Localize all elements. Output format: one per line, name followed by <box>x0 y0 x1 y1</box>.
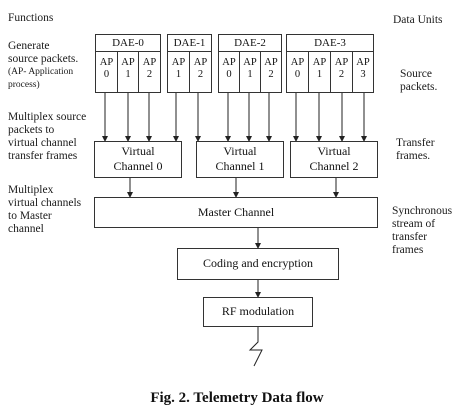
ap-number: 2 <box>338 69 345 80</box>
coding-label: Coding and encryption <box>203 256 313 270</box>
ap-text: AP <box>193 57 208 68</box>
ap-number: 0 <box>103 69 110 80</box>
data-unit-transfer: Transfer frames. <box>396 137 435 163</box>
ap-number: 2 <box>268 69 274 80</box>
function-generate-line: process) <box>8 80 40 90</box>
ap-text: AP <box>264 57 278 68</box>
function-mux-channels-line: Multiplex <box>8 184 54 196</box>
function-mux-channels-line: channel <box>8 223 44 235</box>
vc-line: Virtual <box>317 144 351 158</box>
figure-caption: Fig. 2. Telemetry Data flow <box>150 390 324 406</box>
vc-line: Virtual <box>223 144 257 158</box>
function-mux-packets-line: Multiplex source <box>8 111 87 123</box>
ap-text: AP <box>356 57 370 68</box>
function-mux-channels: Multiplex virtual channels to Master cha… <box>8 184 81 236</box>
function-mux-packets: Multiplex source packets to virtual chan… <box>8 111 86 163</box>
function-generate-line: source packets. <box>8 53 79 65</box>
function-mux-packets-line: transfer frames <box>8 150 78 162</box>
ap-text: AP <box>243 57 257 68</box>
ap-number: 1 <box>316 69 323 80</box>
function-mux-channels-line: virtual channels <box>8 197 82 209</box>
dae-2-label: DAE-2 <box>234 37 266 49</box>
ap-text: AP <box>334 57 349 68</box>
coding-box <box>177 248 339 280</box>
virtual-channel-2-box <box>290 141 378 178</box>
ap-number: 0 <box>294 69 301 80</box>
data-unit-transfer-line: frames. <box>396 150 431 162</box>
function-generate: Generate source packets. (AP- Applicatio… <box>8 40 78 92</box>
function-mux-packets-line: virtual channel <box>8 137 77 149</box>
dae-3-label: DAE-3 <box>314 37 346 49</box>
rf-modulation-box <box>203 297 313 327</box>
vc-line: Channel 1 <box>215 159 265 173</box>
ap-number: 1 <box>247 69 253 80</box>
data-unit-transfer-line: Transfer <box>396 137 435 149</box>
function-generate-line: Generate <box>8 40 50 52</box>
data-unit-sync: Synchronous stream of transfer frames <box>392 205 452 257</box>
data-unit-sync-line: frames <box>392 244 424 256</box>
dae-3-ap-3 <box>352 51 374 93</box>
ap-number: 3 <box>360 69 366 80</box>
function-mux-channels-line: to Master <box>8 210 52 222</box>
virtual-channel-1-box <box>196 141 284 178</box>
dae-1-label: DAE-1 <box>173 37 206 49</box>
data-unit-sync-line: stream of <box>392 218 436 230</box>
master-channel-box <box>94 197 378 228</box>
ap-text: AP <box>222 57 236 68</box>
data-unit-source: Source packets. <box>400 68 437 94</box>
rf-modulation-label: RF modulation <box>221 304 295 318</box>
function-mux-packets-line: packets to <box>8 124 55 136</box>
data-unit-source-line: Source <box>400 68 432 80</box>
data-units-header: Data Units <box>393 14 443 26</box>
ap-text: AP <box>312 57 327 68</box>
dae-0-ap-2 <box>138 51 161 93</box>
virtual-channel-0-box <box>94 141 182 178</box>
data-unit-source-line: packets. <box>400 81 438 93</box>
ap-text: AP <box>142 57 157 68</box>
functions-header: Functions <box>8 12 54 24</box>
ap-number: 0 <box>226 69 232 80</box>
ap-number: 2 <box>146 69 153 80</box>
ap-text: AP <box>121 57 135 68</box>
vc-line: Channel 0 <box>113 159 163 173</box>
ap-text: AP <box>290 57 305 68</box>
ap-number: 1 <box>175 69 182 80</box>
dae-0-label: DAE-0 <box>112 37 144 49</box>
rf-output-lightning <box>248 327 263 367</box>
ap-text: AP <box>99 57 114 68</box>
vc-line: Channel 2 <box>309 159 359 173</box>
data-unit-sync-line: transfer <box>392 231 428 243</box>
function-generate-line: (AP- Application <box>8 67 74 77</box>
ap-number: 2 <box>197 69 204 80</box>
vc-line: Virtual <box>121 144 155 158</box>
ap-text: AP <box>171 57 186 68</box>
dae-1-ap-2 <box>189 51 212 93</box>
master-channel-label: Master Channel <box>197 205 275 219</box>
dae-2-ap-2 <box>260 51 282 93</box>
ap-number: 1 <box>125 69 131 80</box>
data-unit-sync-line: Synchronous <box>392 205 453 217</box>
